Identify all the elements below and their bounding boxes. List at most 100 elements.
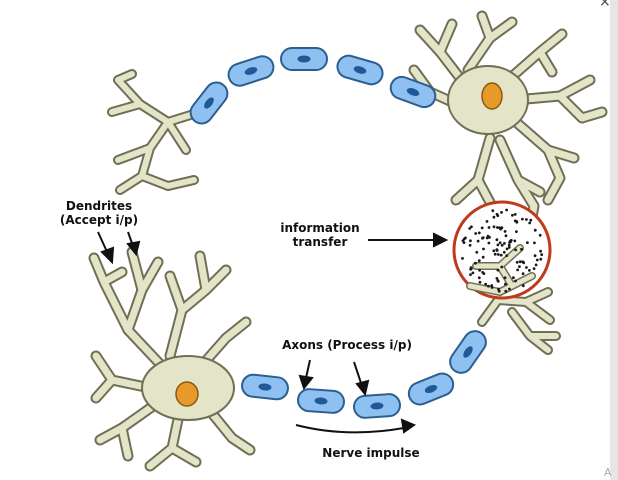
neurotransmitter-dot [493, 252, 497, 256]
neurotransmitter-dot [476, 239, 480, 243]
neurotransmitter-dot [474, 232, 478, 235]
neurotransmitter-dot [503, 230, 507, 233]
neurotransmitter-dot [492, 249, 496, 253]
neurotransmitter-dot [515, 230, 518, 234]
neurotransmitter-dot [528, 221, 532, 225]
neurotransmitter-dot [514, 279, 517, 283]
neurotransmitter-dot [468, 243, 472, 247]
neurotransmitter-dot [503, 276, 507, 280]
neurotransmitter-dot [500, 243, 504, 247]
info-transfer-label: information transfer [270, 221, 370, 249]
neurotransmitter-dot [534, 263, 538, 267]
neurotransmitter-dot [478, 268, 481, 272]
myelin-sheath [386, 72, 440, 112]
neurotransmitter-dot [535, 258, 539, 262]
neurotransmitter-dot [469, 273, 472, 276]
nerve-impulse-arrowhead [400, 418, 417, 434]
neurotransmitter-dot [487, 226, 491, 229]
neurotransmitter-dot [492, 225, 496, 229]
neurotransmitter-dot [492, 215, 496, 219]
neurotransmitter-dot [495, 277, 499, 280]
synapse-zoom [452, 200, 552, 300]
neurotransmitter-dot [475, 250, 479, 254]
neurotransmitter-dot [498, 241, 502, 245]
upper-axon [185, 47, 440, 129]
neurotransmitter-dot [470, 225, 473, 229]
neurotransmitter-dot [518, 260, 522, 264]
neurotransmitter-dot [461, 239, 465, 243]
lower-neuron [88, 246, 256, 472]
neurotransmitter-dot [508, 287, 511, 291]
neurotransmitter-dot [481, 255, 485, 259]
neurotransmitter-dot [512, 276, 515, 280]
neurotransmitter-dot [495, 238, 499, 242]
neurotransmitter-dot [518, 265, 521, 268]
upper-left-dendrite-cluster [107, 69, 205, 195]
myelin-sheath [296, 387, 346, 415]
myelin-sheath [352, 392, 402, 420]
neurotransmitter-dot [526, 241, 529, 245]
myelin-sheath [185, 77, 233, 129]
neurotransmitter-dot [525, 218, 528, 221]
neurotransmitter-dot [525, 266, 528, 269]
neurotransmitter-dot [496, 279, 500, 282]
neurotransmitter-dot [520, 247, 523, 251]
axon-arrowhead-left [298, 374, 314, 391]
upper-neuron [398, 10, 608, 246]
neurotransmitter-dot [539, 257, 543, 261]
neurotransmitter-dot [507, 243, 511, 247]
upper-neuron-dendrites [398, 10, 608, 246]
neurotransmitter-dot [496, 268, 500, 272]
dendrites-label-line2: (Accept i/p) [59, 213, 139, 227]
neurotransmitter-dot [538, 233, 542, 237]
neurotransmitter-dot [481, 271, 485, 274]
neurotransmitter-dot [533, 241, 536, 245]
neurotransmitter-dot [500, 265, 504, 269]
neurotransmitter-dot [496, 243, 500, 247]
axon-arrowhead-right [355, 379, 370, 397]
lower-axon-terminal [477, 277, 561, 355]
neurotransmitter-dot [533, 228, 537, 232]
neurotransmitter-dot [516, 268, 519, 272]
neurotransmitter-dot [480, 226, 484, 230]
myelin-sheath [404, 369, 458, 409]
neurotransmitter-dot [504, 289, 508, 293]
lower-neuron-dendrites [88, 246, 256, 472]
upper-neuron-nucleus [481, 82, 503, 110]
neurotransmitter-dot [486, 234, 490, 238]
lower-neuron-nucleus [175, 381, 199, 407]
neurotransmitter-dot [540, 253, 544, 256]
neurotransmitter-dot [513, 213, 517, 216]
neurotransmitter-dot [515, 220, 519, 224]
neurotransmitter-dot [539, 249, 542, 253]
dendrites-label-line1: Dendrites [65, 199, 133, 213]
neurotransmitter-dot [477, 276, 481, 280]
scrollbar-strip[interactable] [610, 0, 618, 480]
neurotransmitter-dot [521, 284, 525, 288]
neurotransmitter-dot [533, 254, 537, 258]
neurotransmitter-dot [504, 234, 508, 238]
neurotransmitter-dot [477, 231, 481, 235]
info-transfer-label-line2: transfer [292, 235, 348, 249]
neurotransmitter-dot [505, 254, 509, 257]
neurotransmitter-dot [468, 227, 472, 230]
neurotransmitter-dot [503, 242, 506, 245]
myelin-sheath [239, 372, 291, 402]
myelin-sheath [224, 52, 278, 90]
info-transfer-label-line1: information [280, 221, 360, 235]
nerve-impulse-arrow [295, 424, 405, 434]
neurotransmitter-dot [471, 271, 475, 275]
close-icon[interactable]: × [599, 0, 611, 10]
neurotransmitter-dot [502, 250, 506, 254]
neurotransmitter-dot [474, 261, 477, 265]
neurotransmitter-dot [478, 280, 482, 284]
neurotransmitter-dot [504, 282, 507, 286]
neurotransmitter-dot [500, 211, 503, 214]
neurotransmitter-dot [511, 213, 514, 217]
neurotransmitter-dot [477, 259, 481, 263]
axons-label: Axons (Process i/p) [282, 338, 412, 352]
neurotransmitter-dot [481, 236, 485, 240]
neurotransmitter-dot [521, 260, 525, 264]
neurotransmitter-dot [509, 238, 513, 242]
